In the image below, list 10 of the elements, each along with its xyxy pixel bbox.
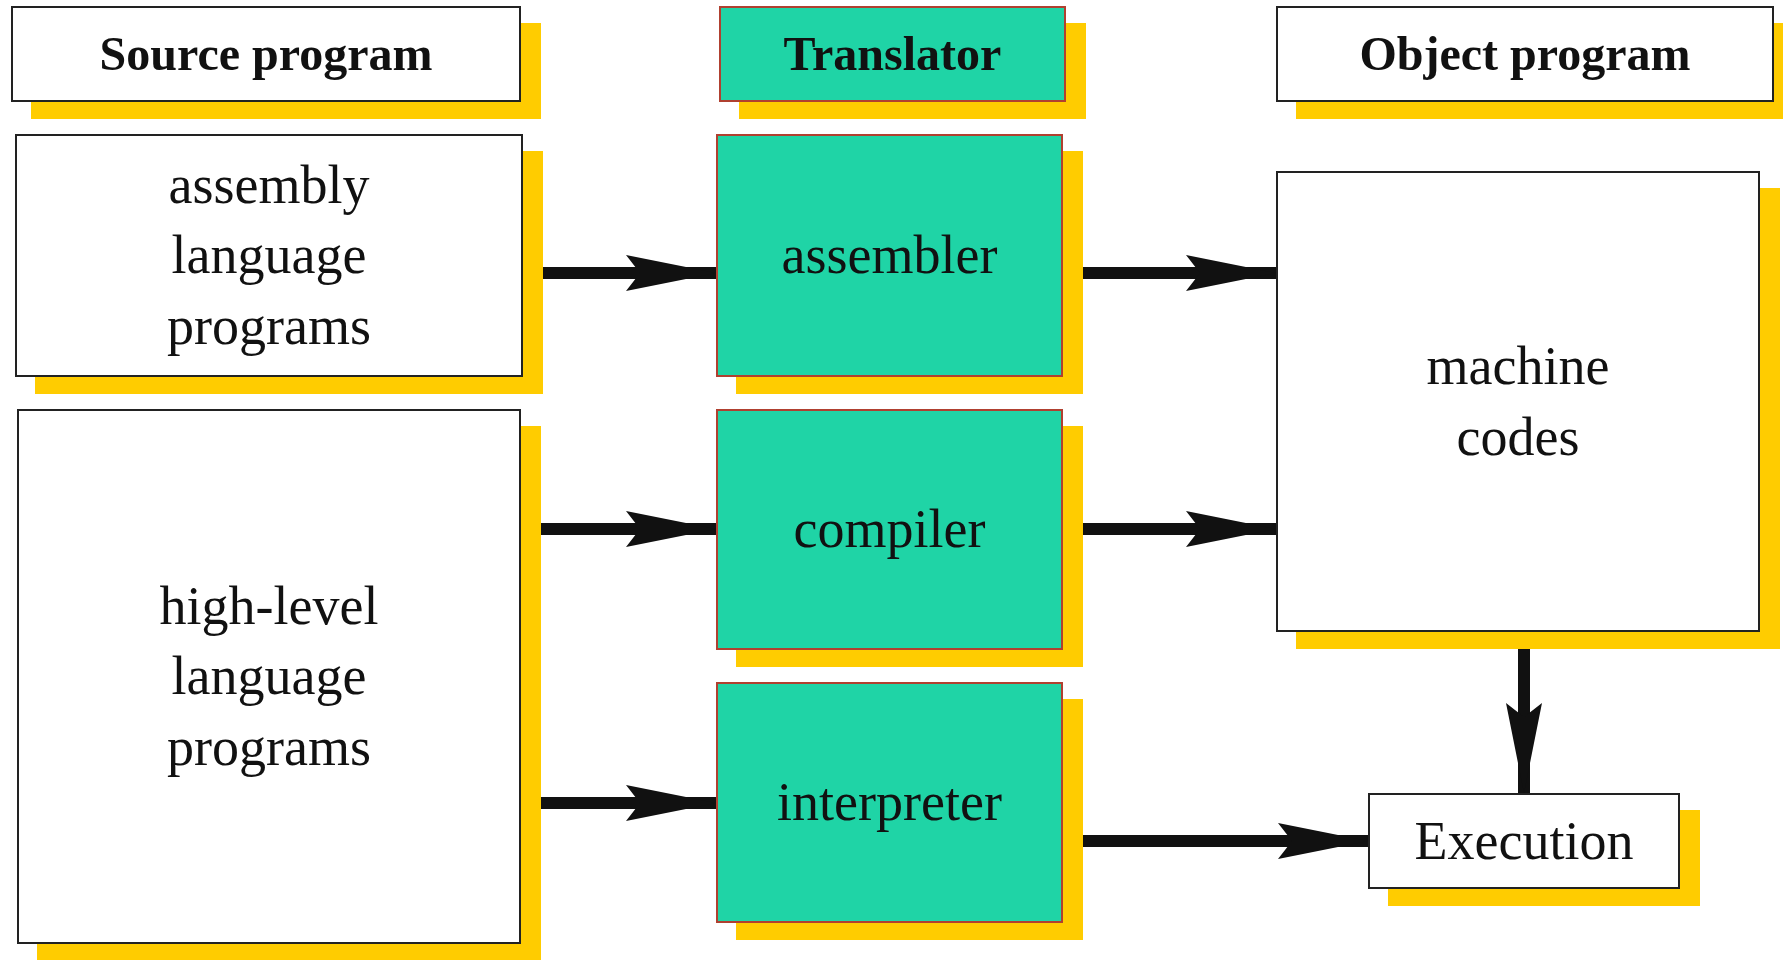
column-heading: Translator [782,25,1003,82]
column-heading: Source program [98,25,434,82]
box-label: compiler [792,498,987,562]
box-label: Execution [1413,809,1635,873]
box-label: assembly language programs [166,154,372,358]
box-label: high-level language programs [158,575,380,779]
box-label: machine codes [1425,335,1611,469]
box-label: interpreter [776,771,1003,835]
column-heading: Object program [1358,25,1692,82]
box-label: assembler [780,224,999,288]
